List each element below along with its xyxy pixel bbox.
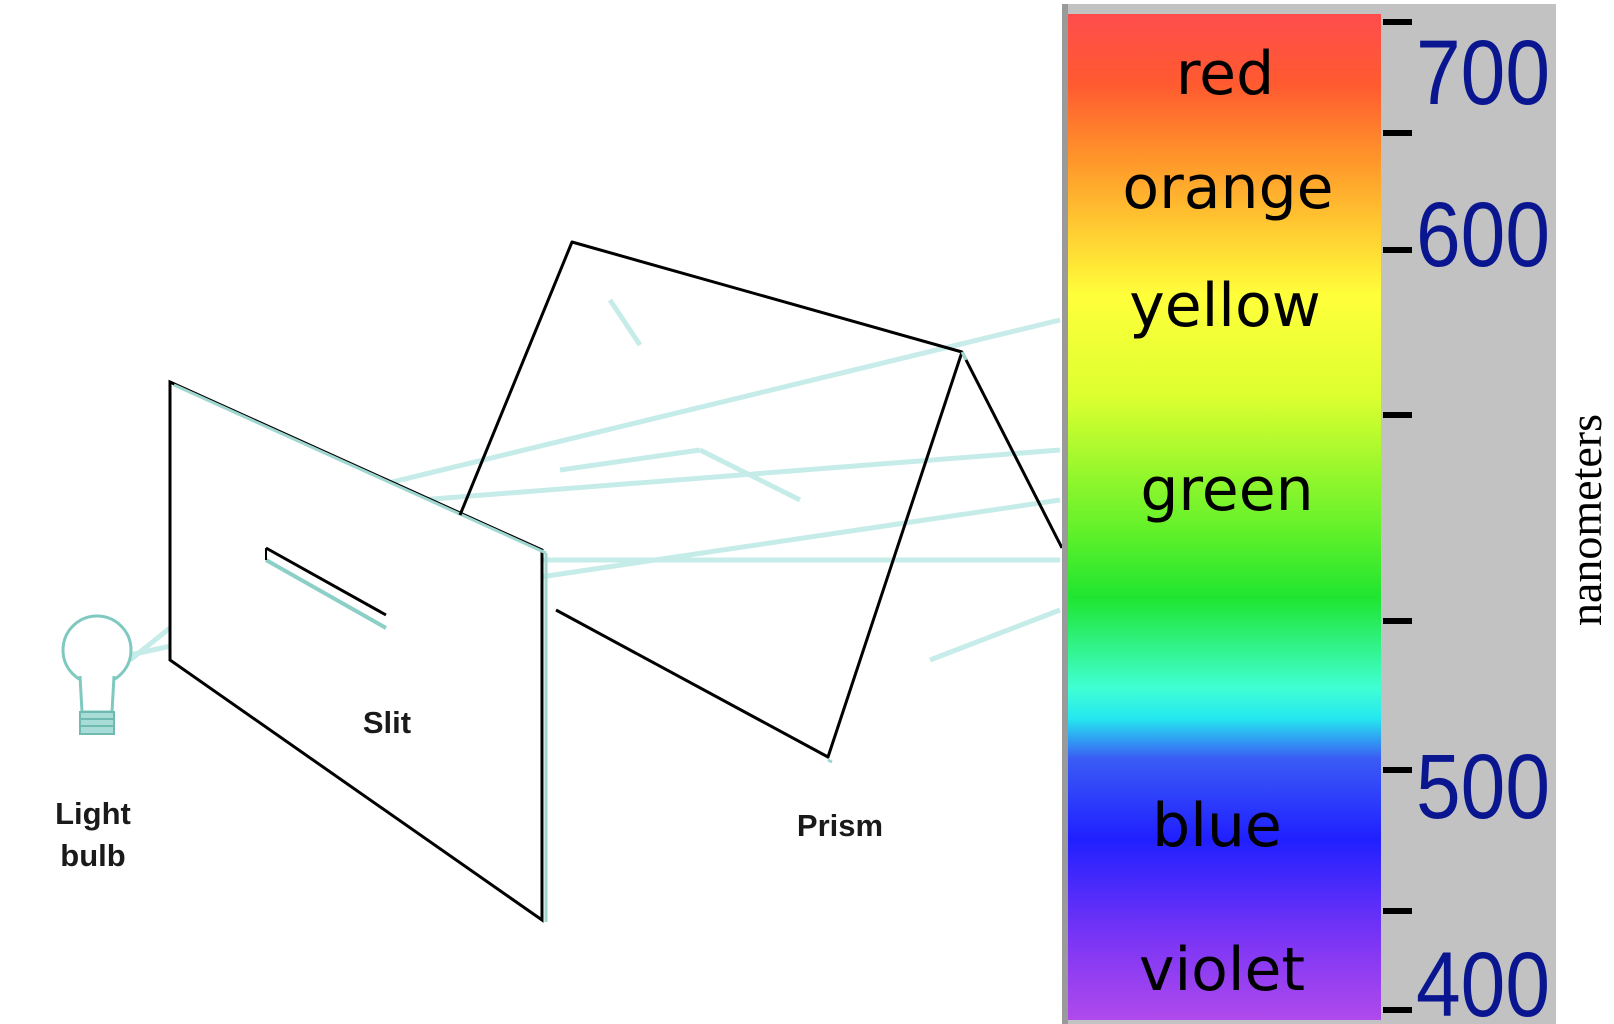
unit-label-nanometers: nanometers xyxy=(1560,414,1611,626)
prism-label: Prism xyxy=(797,808,883,843)
spectrum-color-bar xyxy=(1068,14,1381,1020)
color-label-violet: violet xyxy=(1139,935,1305,1005)
spectrum-scale: red orange yellow green blue violet 700 … xyxy=(1062,4,1611,1024)
color-label-green: green xyxy=(1140,455,1313,525)
slit-label: Slit xyxy=(363,705,411,740)
prism xyxy=(458,240,1064,764)
scale-ticks xyxy=(1383,19,1412,1013)
light-rays xyxy=(128,298,1061,663)
color-label-red: red xyxy=(1176,39,1274,109)
wavelength-label-600: 600 xyxy=(1416,184,1550,286)
wavelength-label-700: 700 xyxy=(1416,22,1550,124)
slit-screen xyxy=(168,379,548,923)
light-bulb-label-line1: Light xyxy=(55,796,131,831)
color-label-yellow: yellow xyxy=(1129,271,1321,341)
wavelength-label-500: 500 xyxy=(1416,736,1550,838)
wavelength-label-400: 400 xyxy=(1416,934,1550,1024)
light-bulb-label-line2: bulb xyxy=(60,838,125,873)
light-bulb-icon xyxy=(61,614,133,735)
color-label-orange: orange xyxy=(1122,153,1333,223)
color-label-blue: blue xyxy=(1152,791,1282,861)
slit-opening xyxy=(265,546,387,630)
